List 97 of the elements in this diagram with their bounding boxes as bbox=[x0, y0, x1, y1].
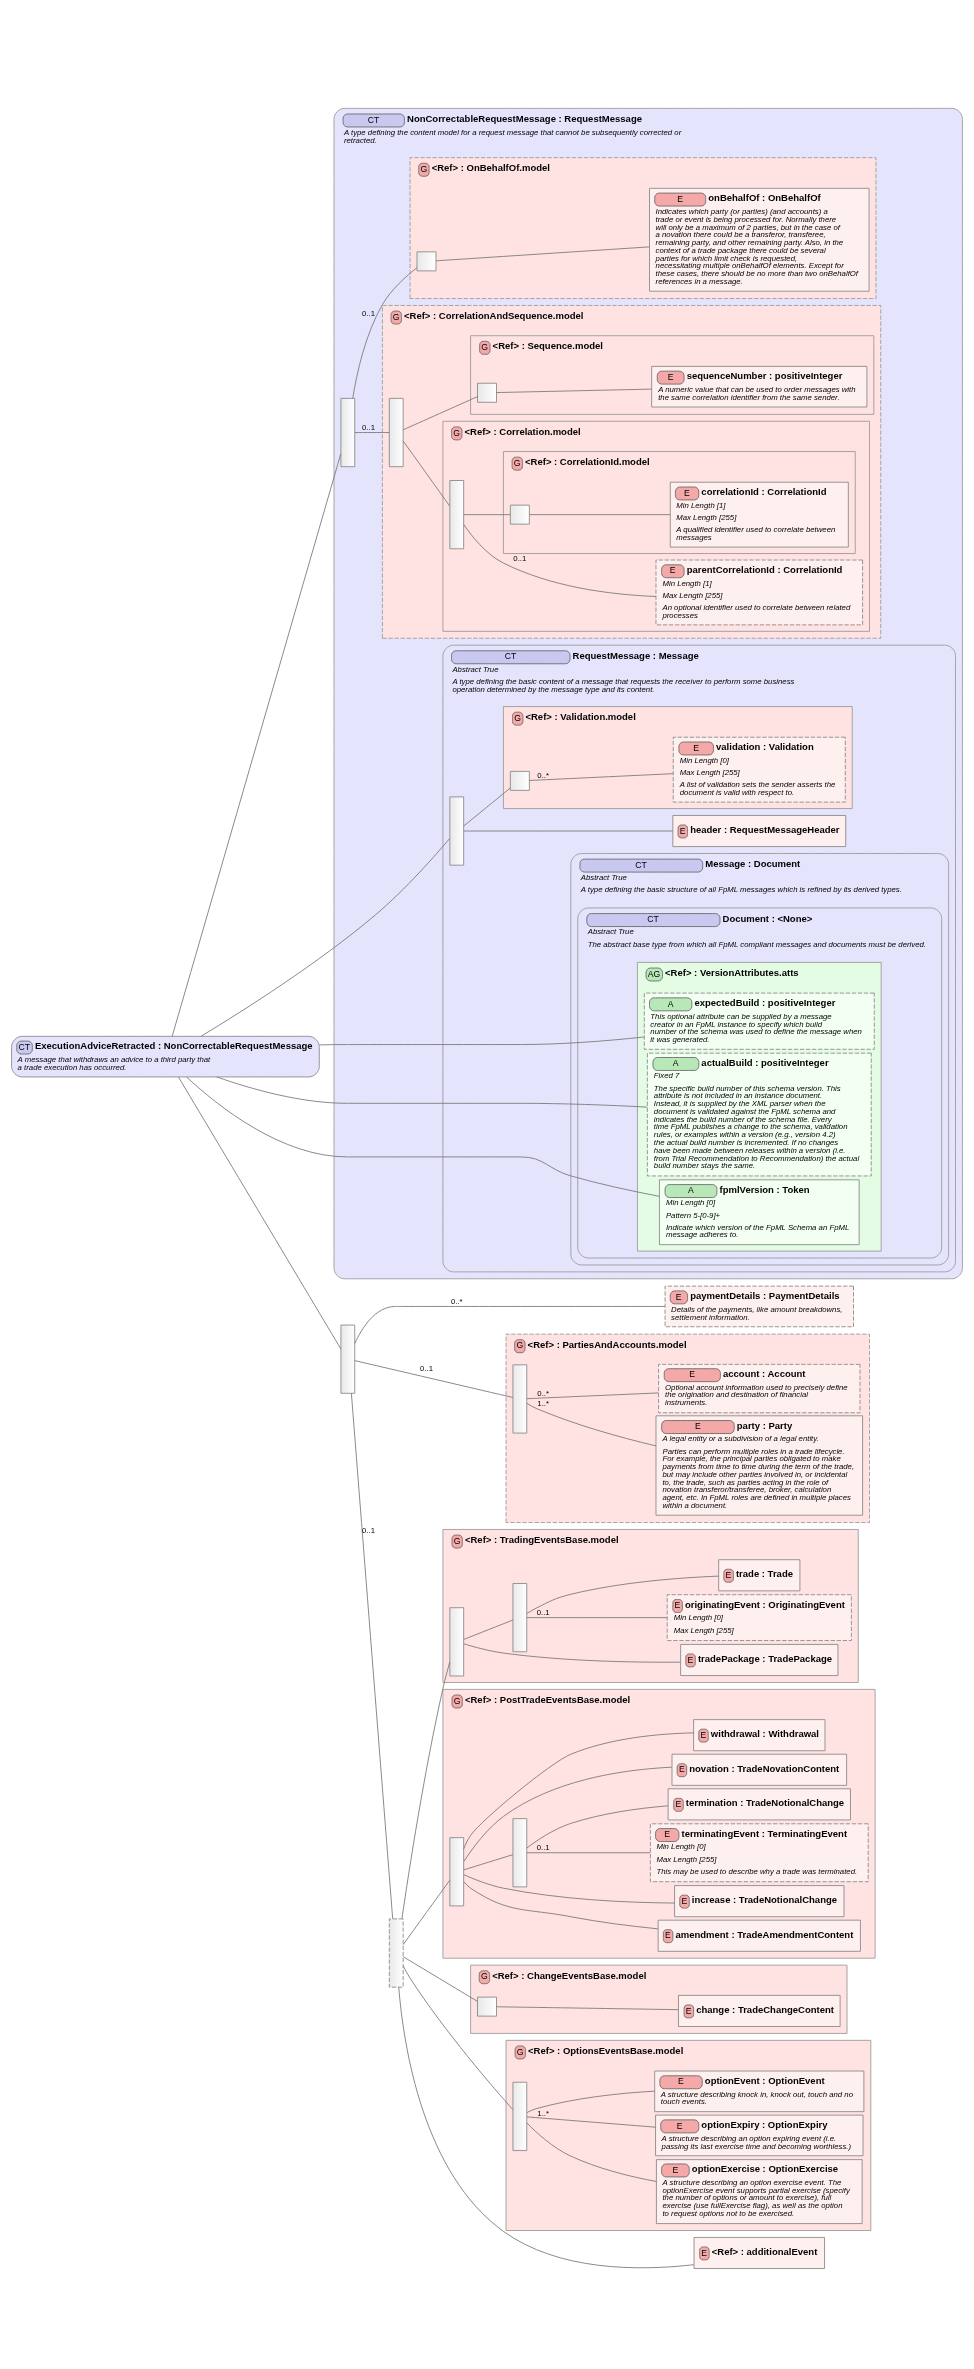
node-bar bbox=[512, 1363, 528, 1433]
connector bbox=[526, 1804, 669, 1848]
node-box: A actualBuild : positiveInteger Fixed 7 The specific build number of this schema version. This attribute is not included in an instance document. Instead, it is supplied by the XML parser when the document is validated against the FpML schema and indicates the build number of the schema file. Every time FpML publishes a change to the schema, validation rules, or examples within a version (e.g., version 4.2) the actual build number is incremented. If no changes have been made between releases within a version (i.e. from Trial Recommendation to Recommendation) the actual build number stays the same. bbox=[646, 1052, 872, 1176]
node-box: E sequenceNumber : positiveInteger A numeric value that can be used to order messages with the same correlation identifier from the same sender. bbox=[651, 365, 868, 407]
connector bbox=[402, 1965, 514, 2110]
node-box: E terminatingEvent : TerminatingEvent Min Length [0] Max Length [255] This may be used to describe why a trade was terminated. bbox=[649, 1822, 869, 1882]
connector bbox=[401, 1661, 451, 1919]
node-bar bbox=[449, 1836, 465, 1906]
connector bbox=[526, 1392, 659, 1399]
node-box: E paymentDetails : PaymentDetails Details of the payments, like amount breakdowns, settlement information. bbox=[664, 1285, 854, 1327]
node-box: E parentCorrelationId : CorrelationId Min Length [1] Max Length [255] An optional identifier used to correlate between related processes bbox=[655, 559, 863, 625]
edge-label: 0..1 bbox=[513, 553, 527, 563]
node-box: E novation : TradeNovationContent bbox=[671, 1753, 848, 1786]
connector bbox=[354, 431, 390, 433]
node-bar bbox=[512, 1817, 528, 1887]
connector bbox=[354, 1359, 514, 1398]
connector bbox=[463, 1873, 675, 1903]
node-box: E account : Account Optional account information used to precisely define the origination and destination of financial instruments. bbox=[658, 1363, 861, 1413]
connector bbox=[200, 837, 451, 1037]
node-box: E <Ref> : additionalEvent bbox=[693, 2236, 825, 2269]
node-box: E correlationId : CorrelationId Min Length [1] Max Length [255] A qualified identifier used to correlate between messages bbox=[669, 481, 849, 547]
connector bbox=[402, 395, 478, 430]
connector bbox=[463, 830, 674, 831]
node-bar bbox=[512, 1582, 528, 1652]
node-box bbox=[416, 250, 437, 271]
connector bbox=[350, 1392, 394, 1919]
node-box bbox=[509, 770, 530, 791]
node-box bbox=[477, 382, 497, 403]
connector bbox=[352, 266, 418, 399]
node-box: A expectedBuild : positiveInteger This optional attribute can be supplied by a message creator in an FpML instance to specify which build number of the schema was used to define the message when it was generated. bbox=[643, 992, 875, 1050]
node-box: E header : RequestMessageHeader bbox=[672, 814, 847, 847]
connector bbox=[526, 1616, 668, 1618]
node-bar bbox=[340, 397, 356, 467]
connector bbox=[496, 388, 652, 393]
node-bar bbox=[388, 1917, 404, 1988]
node-box: E onBehalfOf : OnBehalfOf Indicates which party (or parties) (and accounts) a trade or event is being processed for. Normally there will only be a maximum of 2 parties, but in the case of a novation there could be a transferor, transferee, remaining party, and other remaining party. Also, in the context of a trade package there could be several parties for which limit check is requested, necessitating multiple onBehalfOf elements. Except for these cases, there should be no more than two onBehalfOf references in a message. bbox=[649, 187, 870, 292]
connector bbox=[529, 513, 671, 515]
connector bbox=[402, 440, 451, 506]
edge-label: 0..* bbox=[537, 770, 550, 780]
connector bbox=[463, 523, 657, 597]
connector bbox=[463, 787, 511, 826]
connector bbox=[526, 2115, 656, 2128]
edge-label: 0..1 bbox=[362, 308, 376, 318]
node-bar bbox=[449, 795, 465, 866]
node-box: E optionEvent : OptionEvent A structure describing knock in, knock out, touch and no touch events. bbox=[654, 2070, 865, 2112]
connector bbox=[526, 1851, 651, 1853]
connector bbox=[319, 1036, 645, 1045]
edge-label: 0..1 bbox=[536, 1842, 550, 1852]
connector bbox=[463, 1731, 694, 1849]
connector bbox=[435, 245, 650, 261]
node-bar bbox=[449, 1606, 465, 1676]
connector bbox=[402, 1955, 478, 2002]
node-box bbox=[509, 504, 530, 525]
edge-label: 0..1 bbox=[420, 1363, 433, 1373]
connector bbox=[354, 1305, 666, 1344]
node-box: E optionExercise : OptionExercise A structure describing an option exercise event. The optionExercise event supports partial exercise (specify the number of options or amount to exercise), full exercise (use fullExercise flag), as well as the option to request options not to be exercised. bbox=[656, 2158, 863, 2224]
connector bbox=[463, 1880, 659, 1929]
connector bbox=[402, 1879, 451, 1945]
edge-label: 1..* bbox=[537, 2108, 550, 2118]
node-box: CT ExecutionAdviceRetracted : NonCorrectableRequestMessage A message that withdraws an advice to a third party that a trade execution has occurred. bbox=[11, 1035, 320, 1077]
edge-label: 0..* bbox=[450, 1296, 463, 1306]
connector bbox=[171, 452, 342, 1037]
connector bbox=[526, 1402, 657, 1446]
node-box bbox=[477, 1996, 497, 2017]
node-box: E originatingEvent : OriginatingEvent Min Length [0] Max Length [255] bbox=[666, 1593, 852, 1641]
node-box: E amendment : TradeAmendmentContent bbox=[657, 1919, 861, 1952]
edge-label: 1..* bbox=[537, 1398, 550, 1408]
connector bbox=[178, 1076, 342, 1349]
edge-label: 0..1 bbox=[362, 422, 376, 432]
connector bbox=[526, 2090, 656, 2113]
node-box: E withdrawal : Withdrawal bbox=[693, 1718, 826, 1751]
node-bar bbox=[449, 479, 465, 549]
connector bbox=[526, 2122, 657, 2182]
node-box: E increase : TradeNotionalChange bbox=[674, 1884, 845, 1917]
connector bbox=[216, 1076, 648, 1108]
connector bbox=[463, 1766, 673, 1862]
node-box: A fpmlVersion : Token Min Length [0] Pattern 5-[0-9]+ Indicate which version of the FpML Schema an FpML message adheres to. bbox=[659, 1178, 860, 1245]
node-bar bbox=[340, 1324, 356, 1394]
edge-label: 0..1 bbox=[362, 1525, 376, 1535]
connector bbox=[463, 513, 511, 515]
node-box: E tradePackage : TradePackage bbox=[680, 1643, 839, 1676]
edge-label: 0..* bbox=[537, 1388, 550, 1398]
connector bbox=[463, 1642, 681, 1663]
connector bbox=[186, 1076, 660, 1197]
edge-label: 0..1 bbox=[536, 1607, 550, 1617]
node-box: E trade : Trade bbox=[718, 1558, 801, 1591]
connector bbox=[463, 1853, 514, 1870]
node-bar bbox=[512, 2081, 528, 2151]
connector bbox=[463, 1619, 514, 1640]
node-box: E termination : TradeNotionalChange bbox=[667, 1787, 851, 1820]
node-bar bbox=[388, 397, 404, 467]
connector bbox=[529, 772, 674, 781]
node-box: E party : Party A legal entity or a subdivision of a legal entity. Parties can perform multiple roles in a trade lifecycle. For example, the principal parties obligated to make payments from time to time during the term of the trade, but may include other parties involved in, or incidental to, the trade, such as parties acting in the role of novation transferor/transferee, broker, calculation agent, etc. In FpML roles are defined in multiple places within a document. bbox=[655, 1414, 863, 1516]
node-box: E change : TradeChangeContent bbox=[678, 1994, 841, 2027]
node-box: E validation : Validation Min Length [0] Max Length [255] A list of validation sets the sender asserts the document is valid with respect to. bbox=[672, 736, 846, 802]
connector bbox=[496, 2005, 679, 2010]
node-box: E optionExpiry : OptionExpiry A structure describing an option expiring event (i.e. passing its last exercise time and becoming worthless.) bbox=[655, 2114, 864, 2156]
